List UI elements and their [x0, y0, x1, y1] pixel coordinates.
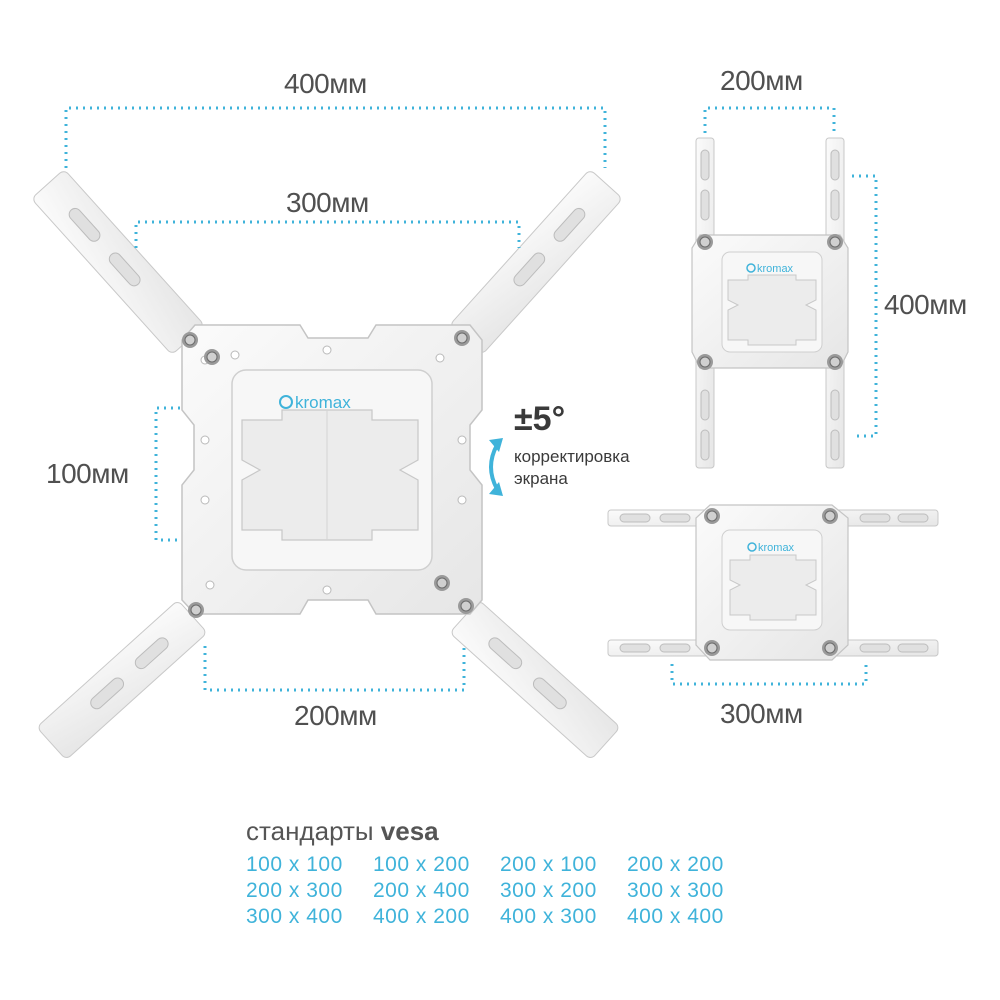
bolt	[203, 348, 221, 366]
horizontal-config-bracket: kromax	[607, 504, 939, 661]
bolt	[821, 639, 839, 657]
bolt	[696, 233, 714, 251]
tilt-caption: корректировка экрана	[514, 446, 630, 490]
vesa-standard: 200 x 300	[246, 879, 343, 902]
vertical-config-bracket: kromax	[691, 137, 849, 469]
bracket-arm-bottom-left	[38, 602, 206, 758]
vesa-standard: 200 x 100	[500, 853, 597, 876]
vesa-standard: 100 x 100	[246, 853, 343, 876]
vesa-standard: 400 x 200	[373, 905, 470, 928]
bolt	[703, 507, 721, 525]
vesa-standard: 100 x 200	[373, 853, 470, 876]
bolt	[696, 353, 714, 371]
vesa-heading-bold: vesa	[380, 816, 439, 846]
dimension-label-300-middle: 300мм	[286, 187, 369, 218]
bolt	[821, 507, 839, 525]
bolt	[457, 597, 475, 615]
bolt	[826, 353, 844, 371]
vesa-standards-list: 100 x 100 100 x 200 200 x 100 200 x 200 …	[246, 853, 746, 929]
tilt-caption-line: экрана	[514, 469, 568, 488]
dimension-lines-vertical	[703, 106, 878, 438]
bolt	[433, 574, 451, 592]
vesa-standard: 200 x 200	[627, 853, 724, 876]
tilt-caption-line: корректировка	[514, 447, 630, 466]
dimension-label-horizontal-width: 300мм	[720, 698, 803, 729]
vesa-standard: 400 x 300	[500, 905, 597, 928]
bolt	[453, 329, 471, 347]
vesa-standard: 300 x 300	[627, 879, 724, 902]
vesa-standard: 300 x 200	[500, 879, 597, 902]
brand-text: kromax	[758, 542, 795, 554]
bolt	[181, 331, 199, 349]
bolt	[826, 233, 844, 251]
dimension-label-200-bottom: 200мм	[294, 700, 377, 731]
tilt-angle: ±5°	[514, 400, 566, 438]
dimension-label-vertical-width: 200мм	[720, 65, 803, 96]
bolt	[703, 639, 721, 657]
dimension-lines-horizontal	[670, 664, 868, 686]
dimension-lines-main	[64, 106, 607, 692]
vesa-standard: 400 x 400	[627, 905, 724, 928]
main-bracket: kromax	[33, 171, 621, 758]
dimension-label-400-top: 400мм	[284, 68, 367, 99]
bracket-arm-top-left	[33, 171, 203, 353]
brand-text: kromax	[757, 263, 794, 275]
vesa-heading-prefix: стандарты	[246, 816, 374, 846]
vesa-heading: стандарты vesa	[246, 816, 439, 847]
bracket-arm-bottom-right	[451, 602, 619, 758]
dimension-label-vertical-height: 400мм	[884, 289, 967, 320]
tilt-arrow-icon	[489, 443, 499, 491]
bolt	[187, 601, 205, 619]
bracket-plate-cutout	[241, 409, 419, 541]
brand-text: kromax	[295, 393, 351, 412]
kromax-logo: kromax	[279, 393, 351, 412]
dimension-label-100-left: 100мм	[46, 458, 129, 489]
bracket-arm-top-right	[451, 171, 621, 353]
vesa-standard: 200 x 400	[373, 879, 470, 902]
vesa-standard: 300 x 400	[246, 905, 343, 928]
